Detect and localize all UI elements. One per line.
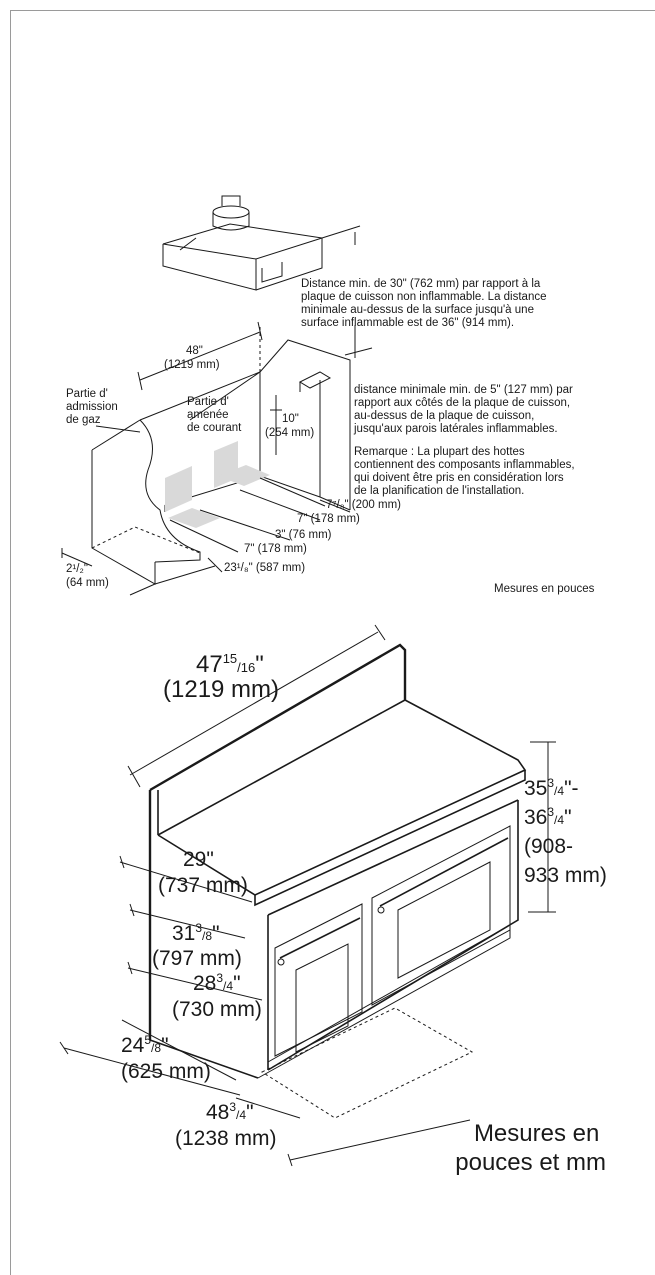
units-top: Mesures en pouces [494, 583, 595, 595]
depth-dimension-lines [59, 855, 471, 1167]
width-label: 4715/16" (1219 mm) [163, 651, 279, 703]
depth-31-label: 313/8" (797 mm) [152, 921, 242, 970]
height-10-dimension [270, 395, 282, 455]
gas-inlet-label: Partie d' admission de gaz [66, 388, 121, 426]
dim-7b-label: 7" (178 mm) [244, 543, 307, 555]
width-dimension [127, 624, 386, 788]
power-supply-label: Partie d' amenée de courant [187, 396, 242, 434]
dim-3-label: 3" (76 mm) [275, 529, 332, 541]
floor-dimension-lines [154, 477, 351, 585]
depth-29-label: 29" (737 mm) [158, 848, 248, 897]
gas-leader [95, 425, 141, 433]
height-dimension [528, 741, 556, 913]
dim-2-12-label: 2¹/₂" (64 mm) [66, 563, 109, 589]
width-48-label: 48" (1219 mm) [164, 345, 220, 371]
remark-note: Remarque : La plupart des hottes contien… [354, 446, 578, 497]
range-hood-drawing [162, 195, 323, 291]
height-10-label: 10" (254 mm) [265, 413, 314, 439]
hood-clearance-dimension [321, 225, 373, 358]
width-48-dimension [137, 321, 263, 391]
cabinet-cutout-drawing [91, 325, 351, 596]
side-clearance-note: distance minimale min. de 5" (127 mm) pa… [353, 384, 576, 435]
height-label: 353/4"- 363/4" (908- 933 mm) [524, 776, 607, 887]
dim-2-12-lines [61, 548, 93, 567]
hood-clearance-note: Distance min. de 30" (762 mm) par rappor… [301, 278, 550, 329]
dim-7-78-label: 7⁷/₈" (200 mm) [326, 499, 401, 511]
units-bottom: Mesures en pouces et mm [455, 1120, 606, 1176]
page-frame [10, 10, 655, 1275]
dim-23-label: 23¹/₈" (587 mm) [224, 562, 305, 574]
range-cooker-drawing [148, 643, 527, 1119]
dim-7a-label: 7" (178 mm) [297, 513, 360, 525]
depth-24-label: 245/8" (625 mm) [121, 1033, 211, 1083]
depth-28-label: 283/4" (730 mm) [172, 971, 262, 1021]
depth-48-label: 483/4" (1238 mm) [175, 1100, 277, 1150]
